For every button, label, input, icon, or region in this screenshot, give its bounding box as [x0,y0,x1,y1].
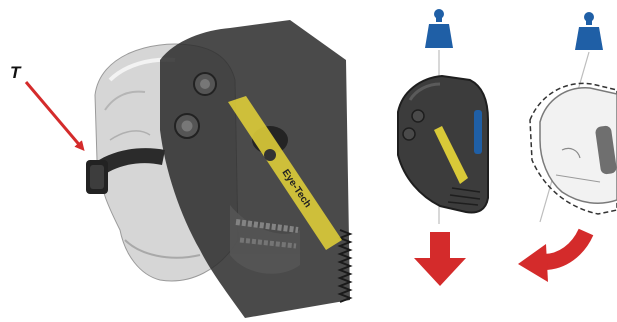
arrow-down-icon [414,232,466,286]
balanced-helmet-panel [398,9,488,286]
marker-label: T [10,63,22,82]
weight-icon [425,9,453,48]
pointer-arrow-icon [26,82,82,148]
tilted-helmet-panel [518,12,617,282]
skull-helmet-illustration: Eye-Tech T [10,20,350,318]
helmet-side-view-dark [398,76,488,212]
side-knob-bottom [175,114,199,138]
curved-arrow-icon [518,232,586,282]
lens-window [474,110,482,154]
brand-logo-icon [264,149,276,161]
weight-icon [575,12,603,50]
helmet-side-view-tilted [540,88,617,203]
side-knob-top [194,73,216,95]
